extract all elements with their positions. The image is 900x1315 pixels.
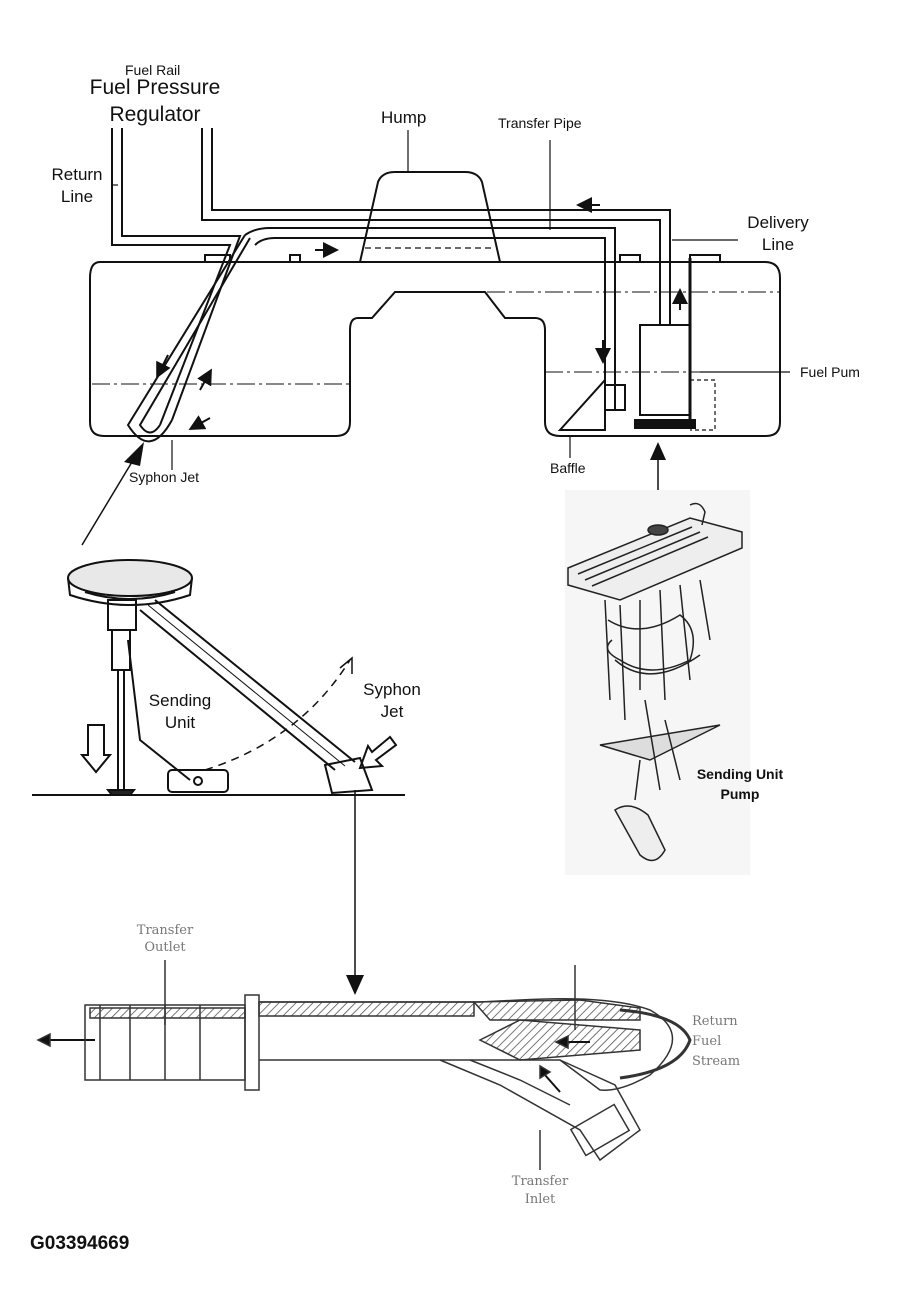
label-sending-unit-pump-1: Sending Unit bbox=[696, 766, 784, 782]
label-return-line-1: Return bbox=[51, 165, 103, 184]
label-sending-unit: Sending Unit bbox=[140, 690, 220, 734]
label-transfer-inlet: Transfer Inlet bbox=[500, 1173, 580, 1209]
label-return-line-2: Line bbox=[60, 187, 94, 206]
label-transfer-inlet-2: Inlet bbox=[524, 1192, 556, 1207]
label-fuel-pressure-regulator-line1: Fuel Pressure bbox=[89, 76, 221, 99]
label-return-fuel-stream-1: Return bbox=[692, 1014, 738, 1029]
fuel-pump-body bbox=[557, 258, 716, 431]
sending-unit-pump-drawing bbox=[565, 490, 750, 875]
label-syphon-jet-mid-1: Syphon bbox=[363, 680, 421, 699]
label-return-fuel-stream-2: Fuel bbox=[692, 1034, 722, 1049]
label-transfer-outlet-2: Outlet bbox=[144, 940, 186, 955]
fuel-tank bbox=[89, 171, 781, 437]
label-sending-unit-1: Sending bbox=[148, 691, 212, 710]
label-transfer-pipe: Transfer Pipe bbox=[498, 115, 582, 131]
label-baffle: Baffle bbox=[550, 460, 586, 476]
label-transfer-outlet: Transfer Outlet bbox=[125, 922, 205, 956]
label-fuel-rail: Fuel Rail bbox=[125, 62, 181, 78]
label-syphon-jet-mid: Syphon Jet bbox=[352, 679, 432, 723]
sending-unit-drawing bbox=[32, 559, 405, 796]
tank-pipes bbox=[111, 128, 671, 443]
flow-arrows-tank bbox=[156, 197, 688, 430]
label-return-line: Return Line bbox=[40, 164, 114, 208]
fuel-level-lines bbox=[92, 291, 780, 385]
label-sending-unit-pump-2: Pump bbox=[720, 786, 760, 802]
link-arrow-jet-detail bbox=[346, 790, 364, 995]
label-return-fuel-stream-3: Stream bbox=[692, 1054, 741, 1069]
label-syphon-jet-mid-2: Jet bbox=[380, 702, 404, 721]
label-fuel-pressure-regulator: Fuel Pressure Regulator bbox=[80, 74, 230, 128]
link-arrow-syphon bbox=[81, 442, 144, 546]
label-sending-unit-2: Unit bbox=[164, 713, 196, 732]
label-fuel-pump: Fuel Pum bbox=[800, 364, 860, 380]
label-delivery-line: Delivery Line bbox=[738, 212, 818, 256]
syphon-jet-section bbox=[36, 960, 692, 1170]
label-delivery-line-2: Line bbox=[761, 235, 795, 254]
label-syphon-jet-top: Syphon Jet bbox=[129, 469, 200, 485]
leader-lines bbox=[112, 130, 790, 470]
label-hump: Hump bbox=[381, 108, 427, 127]
label-sending-unit-pump: Sending Unit Pump bbox=[690, 764, 790, 804]
label-return-fuel-stream: Return Fuel Stream bbox=[692, 1012, 740, 1072]
label-delivery-line-1: Delivery bbox=[747, 213, 809, 232]
label-transfer-inlet-1: Transfer bbox=[511, 1174, 569, 1189]
label-transfer-outlet-1: Transfer bbox=[136, 923, 194, 938]
label-fuel-pressure-regulator-line2: Regulator bbox=[109, 103, 201, 126]
figure-id: G03394669 bbox=[30, 1233, 130, 1254]
